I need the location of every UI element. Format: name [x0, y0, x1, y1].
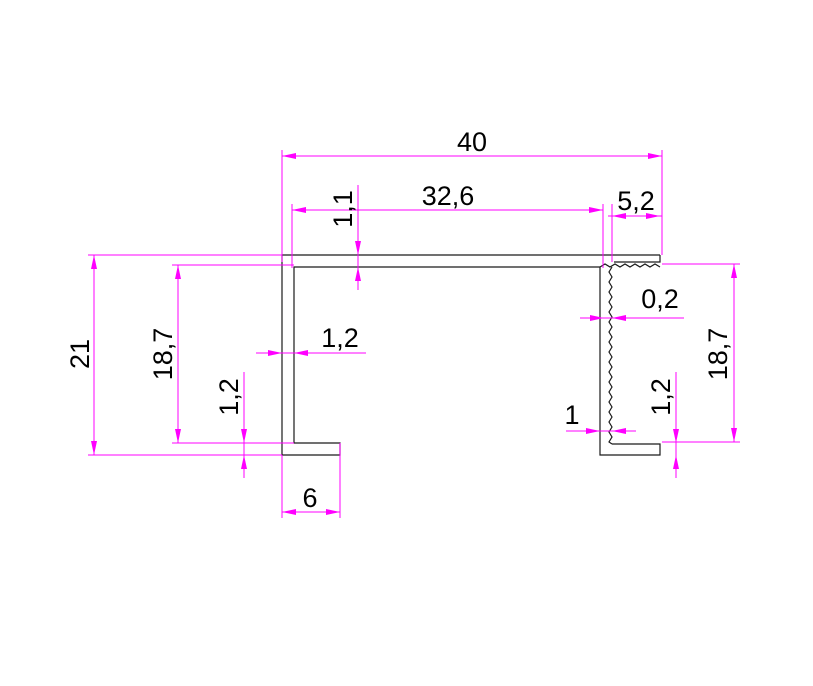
dim-overall-width: 40: [457, 127, 487, 157]
dim-inner-width: 32,6: [422, 181, 475, 211]
dim-right-wall-thickness: 1: [564, 400, 579, 430]
profile-outer-left: [281, 254, 660, 456]
profile-right-leg: [599, 267, 661, 456]
profile-serration: [608, 266, 613, 445]
dim-serration-depth: 0,2: [641, 284, 679, 314]
profile-outline: [281, 254, 661, 456]
dim-top-thickness: 1,1: [328, 190, 358, 228]
dim-right-inner-height: 18,7: [703, 328, 733, 381]
dim-right-flange-width: 5,2: [617, 186, 655, 216]
dim-left-wall-thickness: 1,2: [321, 323, 359, 353]
dimension-labels: 40 32,6 5,2 1,1 21 18,7 1,2 1,2 6 0,2 18…: [65, 127, 733, 513]
profile-serration-top: [599, 263, 661, 268]
dim-right-lip-thickness: 1,2: [646, 378, 676, 416]
dim-left-inner-height: 18,7: [148, 328, 178, 381]
dimension-lines: [88, 150, 740, 518]
profile-right-outer: [614, 255, 661, 263]
dim-left-base-thickness: 1,2: [214, 378, 244, 416]
dim-left-lip-width: 6: [302, 483, 317, 513]
dim-overall-height: 21: [65, 339, 95, 369]
